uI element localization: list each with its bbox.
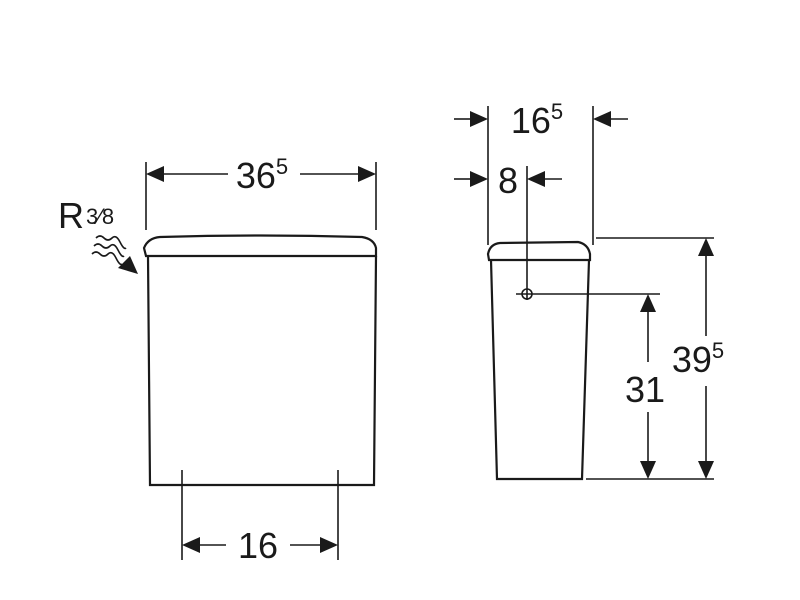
depth-arrow-right [593, 111, 611, 127]
side-cistern-body [489, 259, 591, 481]
depth-arrow-left [470, 111, 488, 127]
side-view: 165 8 31 395 [454, 99, 724, 481]
inlet-height-arrow-top [640, 294, 656, 312]
total-height-label: 395 [672, 338, 724, 380]
base-arrow-left [182, 537, 200, 553]
side-cistern-lid [486, 240, 592, 262]
width-arrow-right [358, 166, 376, 182]
front-cistern-body [146, 255, 378, 487]
depth-dimension-label: 165 [511, 99, 563, 141]
connection-arrow-icon [118, 256, 138, 274]
base-arrow-right [320, 537, 338, 553]
offset-arrow-left [470, 171, 488, 187]
total-height-arrow-top [698, 238, 714, 256]
base-dimension-label: 16 [238, 525, 278, 566]
inlet-height-arrow-bottom [640, 461, 656, 479]
connection-label: R3⁄8 [58, 195, 114, 236]
offset-arrow-right [527, 171, 545, 187]
width-dimension-label: 365 [236, 154, 288, 196]
front-view: 365 16 R3⁄8 [58, 154, 378, 566]
inlet-height-label: 31 [625, 369, 665, 410]
front-cistern-lid [142, 234, 378, 258]
water-wave-icon [91, 235, 127, 266]
width-arrow-left [146, 166, 164, 182]
total-height-arrow-bottom [698, 461, 714, 479]
offset-dimension-label: 8 [498, 160, 518, 201]
